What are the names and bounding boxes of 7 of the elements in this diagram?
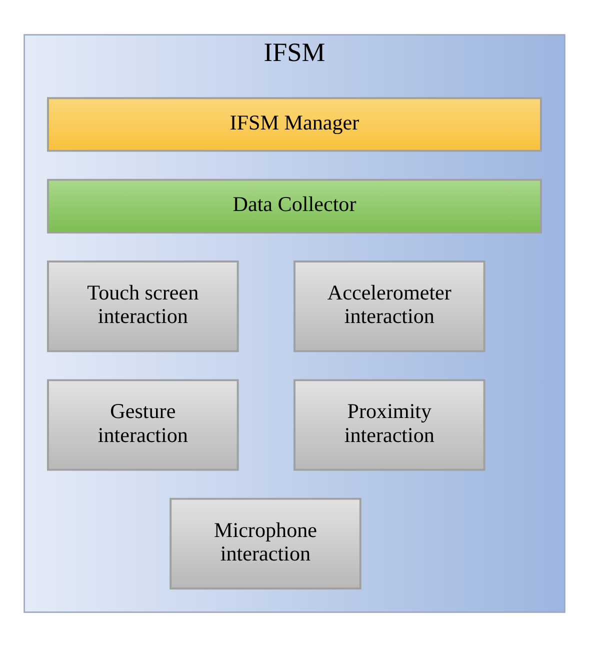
node-box: Gesture interaction	[47, 378, 239, 470]
node-box: Touch screen interaction	[47, 260, 239, 352]
node-box: Proximity interaction	[294, 378, 486, 470]
node-box: Data Collector	[47, 178, 542, 234]
node-box: Microphone interaction	[170, 497, 362, 589]
node-box: Accelerometer interaction	[294, 260, 486, 352]
node-box: IFSM Manager	[47, 96, 542, 152]
